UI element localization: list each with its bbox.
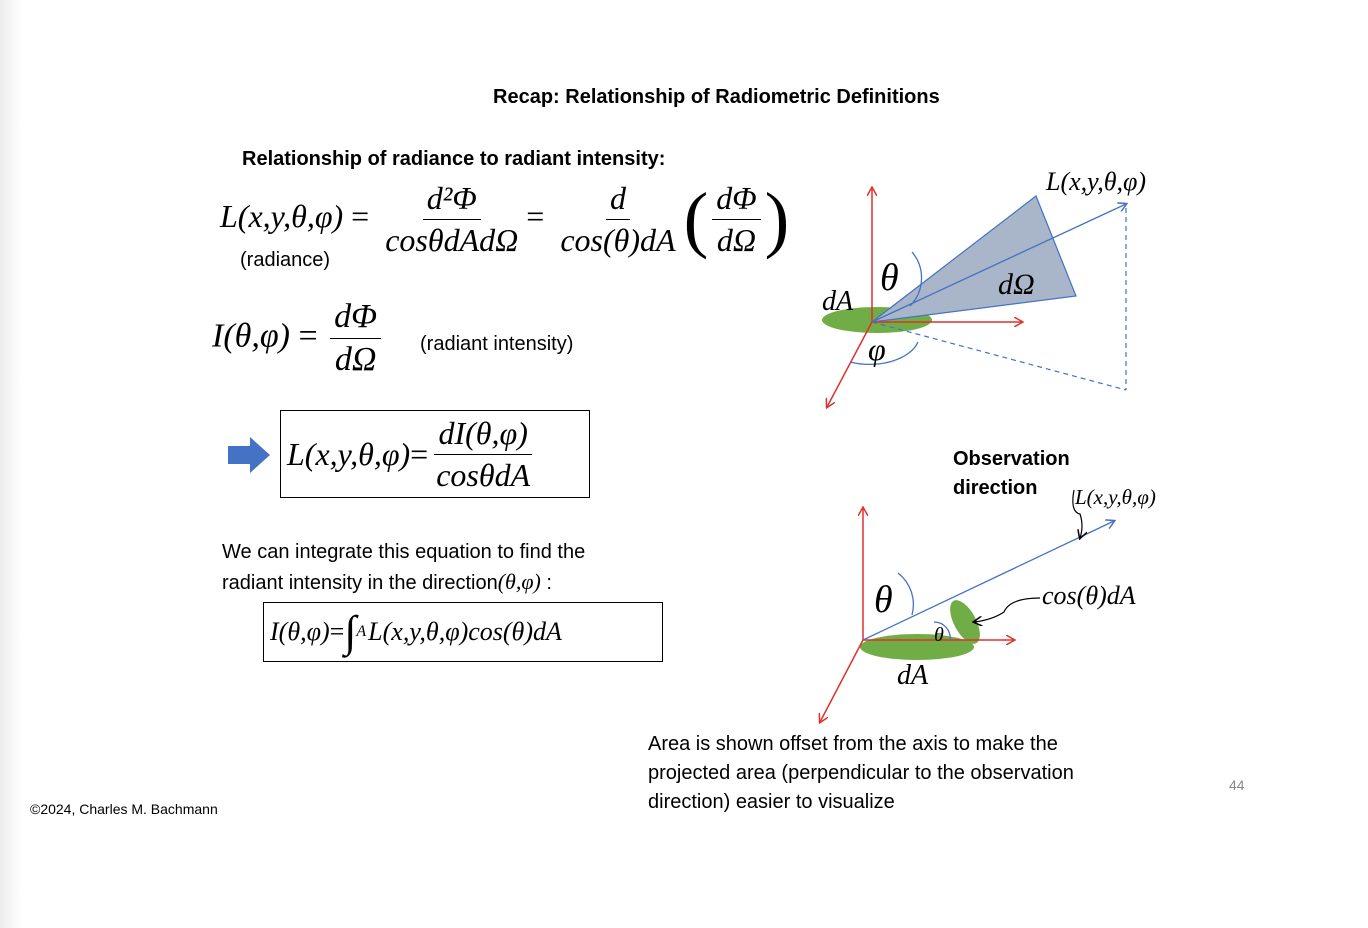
solid-angle-cone (869, 195, 1077, 323)
cos-pointer (974, 597, 1041, 622)
denominator: dΩ (716, 222, 756, 258)
intensity-fraction: dΦ dΩ (330, 298, 382, 379)
caption-line-2: projected area (perpendicular to the obs… (648, 762, 1074, 784)
integral-lhs: I(θ,φ) (270, 617, 330, 646)
label-dA-bottom: dA (897, 660, 929, 691)
boxed-radiance-equation: L(x,y,θ,φ) = dI(θ,φ) cosθdA (280, 410, 590, 498)
paragraph-line-1: We can integrate this equation to find t… (222, 541, 586, 563)
denominator: cosθdAdΩ (385, 222, 519, 258)
integration-paragraph: We can integrate this equation to find t… (222, 538, 585, 598)
denominator: cos(θ)dA (560, 222, 676, 258)
caption-line-1: Area is shown offset from the axis to ma… (648, 733, 1058, 755)
left-edge-shadow (0, 0, 22, 928)
label-theta-top: θ (880, 257, 899, 299)
x-axis-bottom (820, 639, 864, 722)
denominator: cosθdA (436, 456, 531, 493)
denominator: dΩ (334, 341, 377, 378)
integral-rhs: L(x,y,θ,φ)cos(θ)dA (368, 617, 562, 646)
radiance-lhs: L(x,y,θ,φ) (220, 197, 344, 234)
theta-arc-bottom (897, 572, 915, 616)
observation-vector (862, 521, 1114, 641)
numerator: d²Φ (422, 180, 481, 220)
caption-line-3: direction) easier to visualize (648, 791, 895, 813)
phi-arc (849, 341, 919, 366)
intensity-equation: I(θ,φ) = dΦ dΩ (212, 298, 385, 379)
projection-dashed-ground (871, 321, 1127, 391)
intensity-label: (radiant intensity) (420, 333, 574, 355)
label-L-bottom: L(x,y,θ,φ) (1074, 485, 1156, 509)
label-cos-dA: cos(θ)dA (1042, 581, 1136, 610)
inner-fraction: dΦ dΩ (712, 180, 761, 259)
label-direction: direction (953, 477, 1037, 499)
observation-pointer (1072, 489, 1082, 538)
caption: Area is shown offset from the axis to ma… (648, 730, 1074, 817)
numerator: d (605, 180, 630, 220)
numerator: dΦ (330, 298, 382, 339)
radiance-label: (radiance) (240, 249, 331, 271)
integral-sign: ∫ (344, 607, 357, 656)
projected-area (950, 600, 980, 644)
x-axis (827, 321, 873, 407)
numerator: dΦ (712, 180, 761, 220)
radiance-fraction-2: d cos(θ)dA (556, 180, 679, 259)
colon: : (540, 572, 552, 594)
area-element-dA-bottom (860, 634, 974, 660)
left-paren: ( (683, 178, 709, 261)
top-diagram: L(x,y,θ,φ) θ φ dA dΩ (822, 167, 1146, 407)
boxed-lhs: L(x,y,θ,φ) (287, 435, 411, 472)
paragraph-line-2: radiant intensity in the direction(θ,φ) … (222, 567, 585, 598)
direction-symbol: (θ,φ) (497, 569, 541, 594)
right-arrow-icon (228, 437, 270, 473)
radiance-vector (871, 204, 1126, 323)
page-number: 44 (1229, 777, 1245, 793)
bottom-diagram: Observation direction L(x,y,θ,φ) θ θ cos… (820, 448, 1156, 722)
label-theta-small: θ (934, 624, 944, 646)
section-heading: Relationship of radiance to radiant inte… (242, 148, 666, 170)
intensity-lhs: I(θ,φ) (212, 317, 290, 355)
theta-arc-small (933, 621, 951, 641)
label-phi-top: φ (868, 331, 886, 367)
copyright-footer: ©2024, Charles M. Bachmann (30, 801, 218, 817)
label-observation: Observation (953, 448, 1070, 470)
label-theta-bottom: θ (874, 579, 893, 621)
radiance-equation: L(x,y,θ,φ) = d²Φ cosθdAdΩ = d cos(θ)dA (… (220, 178, 790, 261)
theta-arc (909, 251, 923, 307)
radiance-fraction-1: d²Φ cosθdAdΩ (381, 180, 522, 259)
label-L-top: L(x,y,θ,φ) (1045, 167, 1146, 196)
boxed-fraction: dI(θ,φ) cosθdA (432, 415, 534, 494)
integral-subscript: A (356, 623, 367, 640)
label-dOmega: dΩ (998, 268, 1035, 301)
integral-equation: I(θ,φ) = ∫A L(x,y,θ,φ)cos(θ)dA (263, 602, 663, 662)
label-dA-top: dA (822, 286, 854, 317)
numerator: dI(θ,φ) (434, 415, 532, 455)
slide-title: Recap: Relationship of Radiometric Defin… (493, 86, 940, 108)
paragraph-line-2-text: radiant intensity in the direction (222, 572, 498, 594)
right-paren: ) (764, 178, 790, 261)
